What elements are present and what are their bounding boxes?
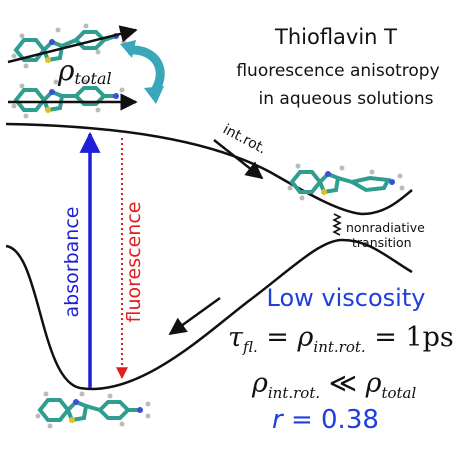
- r-equals: = 0.38: [283, 405, 379, 435]
- title: Thioflavin T: [274, 25, 397, 49]
- molecule-twisted: [287, 163, 405, 201]
- nonradiative-line-1: nonradiative: [346, 220, 425, 235]
- low-viscosity-label: Low viscosity: [267, 284, 426, 312]
- r-symbol: r: [272, 405, 285, 435]
- nonradiative-squiggle: [332, 213, 342, 236]
- eq2-much-less: ≪: [320, 368, 365, 399]
- rho-total-symbol: ρ: [57, 54, 75, 87]
- r-value: r = 0.38: [272, 405, 379, 435]
- eq1-rho-sub: int.rot.: [313, 338, 365, 356]
- eq2-rho-1-sub: int.rot.: [268, 384, 320, 402]
- rho-total-label: ρtotal: [57, 54, 112, 88]
- nonradiative-line-2: transition: [352, 235, 412, 250]
- relaxation-arrow: [168, 296, 221, 336]
- eq1-rho: ρ: [297, 322, 314, 353]
- ground-state-curve: [5, 238, 413, 391]
- int-rot-arrow: [213, 139, 264, 180]
- eq2-rho-1: ρ: [251, 368, 268, 399]
- excited-state-lower-branch: [268, 172, 340, 220]
- excited-state-curve: [5, 122, 413, 216]
- eq1-tau: τ: [228, 322, 244, 353]
- equation-2: ρint.rot. ≪ ρtotal: [251, 368, 416, 402]
- subtitle-line-2: in aqueous solutions: [259, 89, 434, 109]
- absorbance-label: absorbance: [61, 207, 83, 318]
- eq2-rho-2-sub: total: [381, 384, 416, 402]
- eq1-tau-sub: fl.: [242, 338, 258, 356]
- eq1-equals-1: =: [258, 322, 298, 353]
- molecule-top-upper: [7, 23, 138, 69]
- rho-total-sub: total: [74, 69, 111, 88]
- subtitle-line-1: fluorescence anisotropy: [236, 61, 439, 81]
- eq2-rho-2: ρ: [365, 368, 382, 399]
- molecule-bottom: [35, 391, 151, 429]
- rotation-arrow: [120, 40, 165, 104]
- equation-1: τfl. = ρint.rot. = 1ps: [228, 322, 454, 356]
- fluorescence-label: fluorescence: [123, 202, 145, 323]
- eq1-equals-2: = 1ps: [366, 322, 454, 353]
- molecule-top-lower: [8, 79, 138, 119]
